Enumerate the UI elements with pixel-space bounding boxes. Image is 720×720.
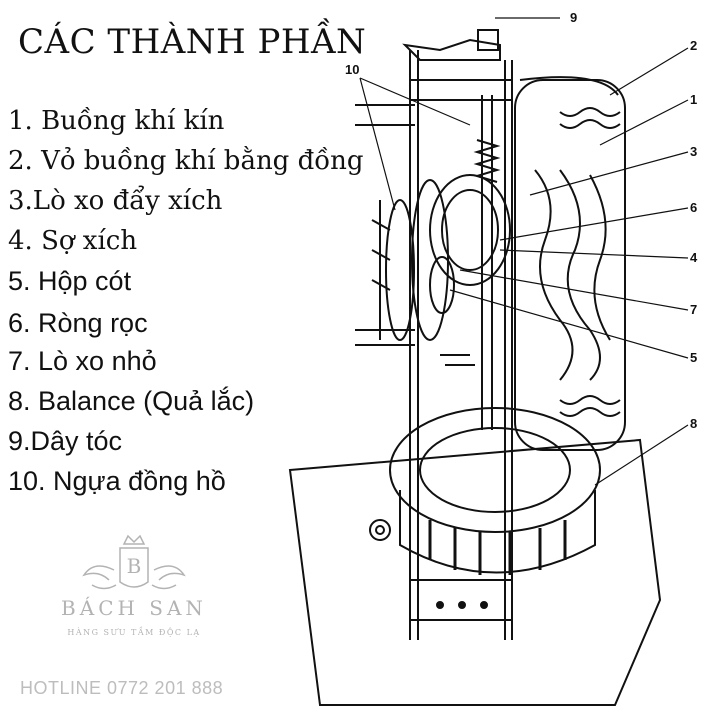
balance-wheel bbox=[389, 407, 601, 533]
chain bbox=[440, 354, 475, 366]
crest-icon: B bbox=[82, 534, 186, 590]
part-item-10: 10. Ngựa đồng hồ bbox=[8, 466, 226, 496]
leader-5 bbox=[449, 289, 689, 359]
callout-4: 4 bbox=[690, 250, 698, 265]
leader-2 bbox=[609, 47, 689, 96]
part-item-3: 3.Lò xo đẩy xích bbox=[8, 186, 223, 216]
gear-wheel bbox=[411, 179, 449, 341]
part-item-9: 9.Dây tóc bbox=[8, 426, 123, 456]
part-item-8: 8. Balance (Quả lắc) bbox=[8, 386, 255, 416]
air-chamber bbox=[514, 79, 626, 451]
callout-3: 3 bbox=[690, 144, 697, 159]
leader-6 bbox=[499, 207, 689, 241]
part-item-5: 5. Hộp cót bbox=[8, 266, 132, 296]
part-item-1: 1. Buồng khí kín bbox=[8, 106, 225, 136]
brand-logo: B bbox=[54, 530, 214, 645]
callout-2: 2 bbox=[690, 38, 697, 53]
hotline-text: HOTLINE 0772 201 888 bbox=[20, 678, 224, 698]
leader-8 bbox=[594, 424, 689, 486]
callout-5: 5 bbox=[690, 350, 697, 365]
part-item-6: 6. Ròng rọc bbox=[8, 308, 148, 338]
callout-10: 10 bbox=[345, 62, 359, 77]
movement-frame bbox=[409, 50, 513, 640]
leader-7 bbox=[459, 269, 689, 311]
callout-7: 7 bbox=[690, 302, 697, 317]
page-title: CÁC THÀNH PHẦN bbox=[18, 22, 367, 62]
callout-1: 1 bbox=[690, 92, 697, 107]
leader-4 bbox=[499, 249, 689, 259]
brand-tagline: HÀNG SƯU TẦM ĐỘC LẠ bbox=[67, 628, 201, 637]
callout-6: 6 bbox=[690, 200, 697, 215]
leader-3 bbox=[529, 151, 689, 196]
part-item-4: 4. Sợ xích bbox=[8, 226, 138, 256]
logo-monogram: B bbox=[127, 554, 142, 578]
callout-8: 8 bbox=[690, 416, 697, 431]
part-item-2: 2. Vỏ buồng khí bằng đồng bbox=[8, 146, 364, 176]
pulley bbox=[429, 256, 455, 314]
mainspring-barrel bbox=[429, 174, 511, 286]
small-spring bbox=[473, 139, 501, 183]
brand-name: BÁCH SAN bbox=[61, 596, 207, 620]
part-item-7: 7. Lò xo nhỏ bbox=[8, 346, 157, 376]
bellows-spring bbox=[559, 107, 621, 417]
base-plate bbox=[288, 438, 662, 706]
callout-9: 9 bbox=[570, 10, 577, 25]
leader-1 bbox=[599, 99, 689, 146]
leader-10 bbox=[359, 77, 471, 211]
